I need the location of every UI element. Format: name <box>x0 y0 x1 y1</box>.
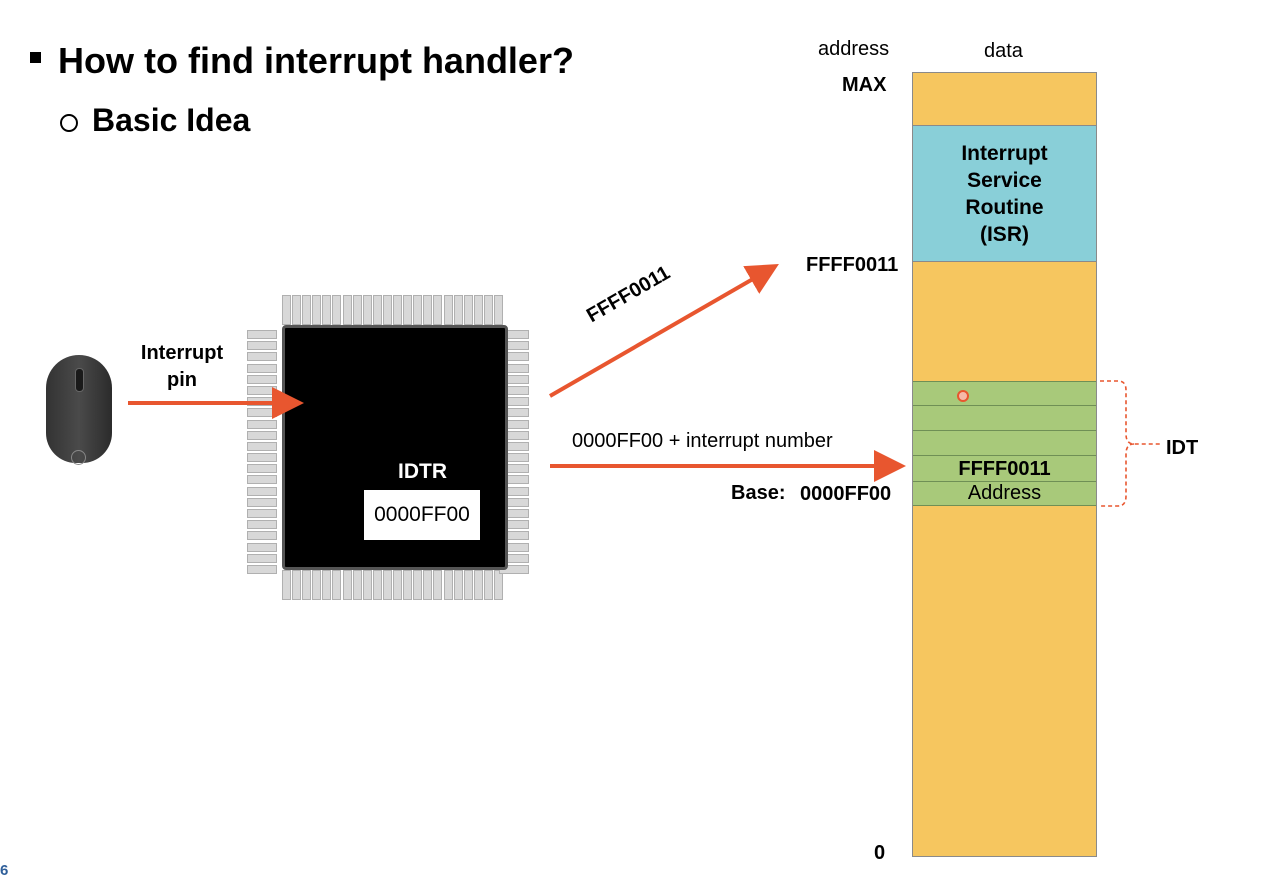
chip-pin <box>413 570 423 600</box>
chip-pin <box>342 295 352 325</box>
chip-pin <box>433 295 443 325</box>
base-address-label: 0000FF00 <box>800 483 892 505</box>
chip-pin <box>443 295 453 325</box>
max-address-label: MAX <box>842 74 887 96</box>
chip-pin <box>382 295 392 325</box>
chip-pin <box>247 486 277 496</box>
idt-bracket-icon <box>1100 380 1160 507</box>
chip-pin <box>463 295 473 325</box>
chip-pin <box>292 570 302 600</box>
title-bullet-icon <box>30 52 41 63</box>
idt-label: IDT <box>1166 437 1199 459</box>
chip-pin <box>473 295 483 325</box>
idt-entry-desc: Address <box>967 481 1042 504</box>
arrow-to-isr <box>549 264 779 398</box>
chip-pin <box>247 374 277 384</box>
chip-pin <box>247 453 277 463</box>
chip-pin <box>312 570 322 600</box>
mouse-wheel-icon <box>75 368 84 392</box>
arrow-to-idt-label: 0000FF00 + interrupt number <box>572 430 833 452</box>
chip-pin <box>423 295 433 325</box>
chip-pin <box>433 570 443 600</box>
chip-pin <box>302 570 312 600</box>
chip-pin <box>247 542 277 552</box>
chip-pin <box>473 570 483 600</box>
chip-pin <box>247 553 277 563</box>
chip-pin <box>483 570 493 600</box>
chip-pin <box>362 570 372 600</box>
address-column-header: address <box>818 38 890 60</box>
chip-pin <box>247 475 277 485</box>
idt-entry-divider <box>913 481 1096 482</box>
isr-address-label: FFFF0011 <box>806 254 899 276</box>
base-label: Base: <box>731 482 786 504</box>
chip-pin <box>403 295 413 325</box>
chip-pin <box>247 520 277 530</box>
chip-pin <box>247 565 277 574</box>
page-number: 6 <box>0 862 9 879</box>
chip-pin <box>247 509 277 519</box>
data-column-header: data <box>984 40 1023 62</box>
mouse-logo-icon <box>71 450 86 465</box>
chip-pin <box>247 352 277 362</box>
chip-pin <box>453 295 463 325</box>
chip-pin <box>352 570 362 600</box>
chip-pin <box>372 295 382 325</box>
isr-label: Interrupt Service Routine (ISR) <box>961 141 1048 246</box>
chip-pin <box>332 570 342 600</box>
chip-pin <box>247 531 277 541</box>
chip-pin <box>463 570 473 600</box>
chip-pin <box>247 363 277 373</box>
chip-pin <box>393 570 403 600</box>
chip-pin <box>247 419 277 429</box>
chip-pin <box>247 341 277 351</box>
chip-pin <box>413 295 423 325</box>
chip-pin <box>322 570 332 600</box>
chip-pin <box>247 497 277 507</box>
chip-pin <box>332 295 342 325</box>
idt-row <box>913 406 1096 431</box>
idtr-value: 0000FF00 <box>374 503 470 526</box>
cpu-chip-icon <box>247 295 529 600</box>
pointer-dot-icon <box>957 390 969 402</box>
chip-pin <box>483 295 493 325</box>
slide-title: How to find interrupt handler? <box>58 40 574 81</box>
chip-pin <box>494 570 503 600</box>
chip-pin <box>423 570 433 600</box>
chip-pin <box>292 295 302 325</box>
subtitle-bullet-icon <box>60 114 78 132</box>
chip-pin <box>247 441 277 451</box>
chip-pin <box>322 295 332 325</box>
chip-pin <box>393 295 403 325</box>
chip-pin <box>494 295 503 325</box>
chip-pin <box>443 570 453 600</box>
chip-pin <box>403 570 413 600</box>
chip-pin <box>453 570 463 600</box>
chip-pin <box>282 570 291 600</box>
idt-row <box>913 381 1096 406</box>
zero-address-label: 0 <box>874 842 886 864</box>
chip-pin <box>352 295 362 325</box>
chip-pin <box>282 295 291 325</box>
chip-pin <box>372 570 382 600</box>
idtr-value-box: 0000FF00 <box>364 490 480 540</box>
idtr-label: IDTR <box>398 460 447 483</box>
slide-subtitle: Basic Idea <box>92 102 251 138</box>
chip-pin <box>247 430 277 440</box>
idt-entry-value: FFFF0011 <box>958 457 1051 480</box>
isr-region: Interrupt Service Routine (ISR) <box>913 125 1096 262</box>
idt-row <box>913 431 1096 456</box>
chip-pin <box>342 570 352 600</box>
chip-pin <box>362 295 372 325</box>
chip-pin <box>302 295 312 325</box>
interrupt-pin-label: Interrupt pin <box>140 342 224 391</box>
chip-pin <box>382 570 392 600</box>
chip-pin <box>312 295 322 325</box>
chip-pin <box>247 330 277 339</box>
chip-pin <box>247 464 277 474</box>
